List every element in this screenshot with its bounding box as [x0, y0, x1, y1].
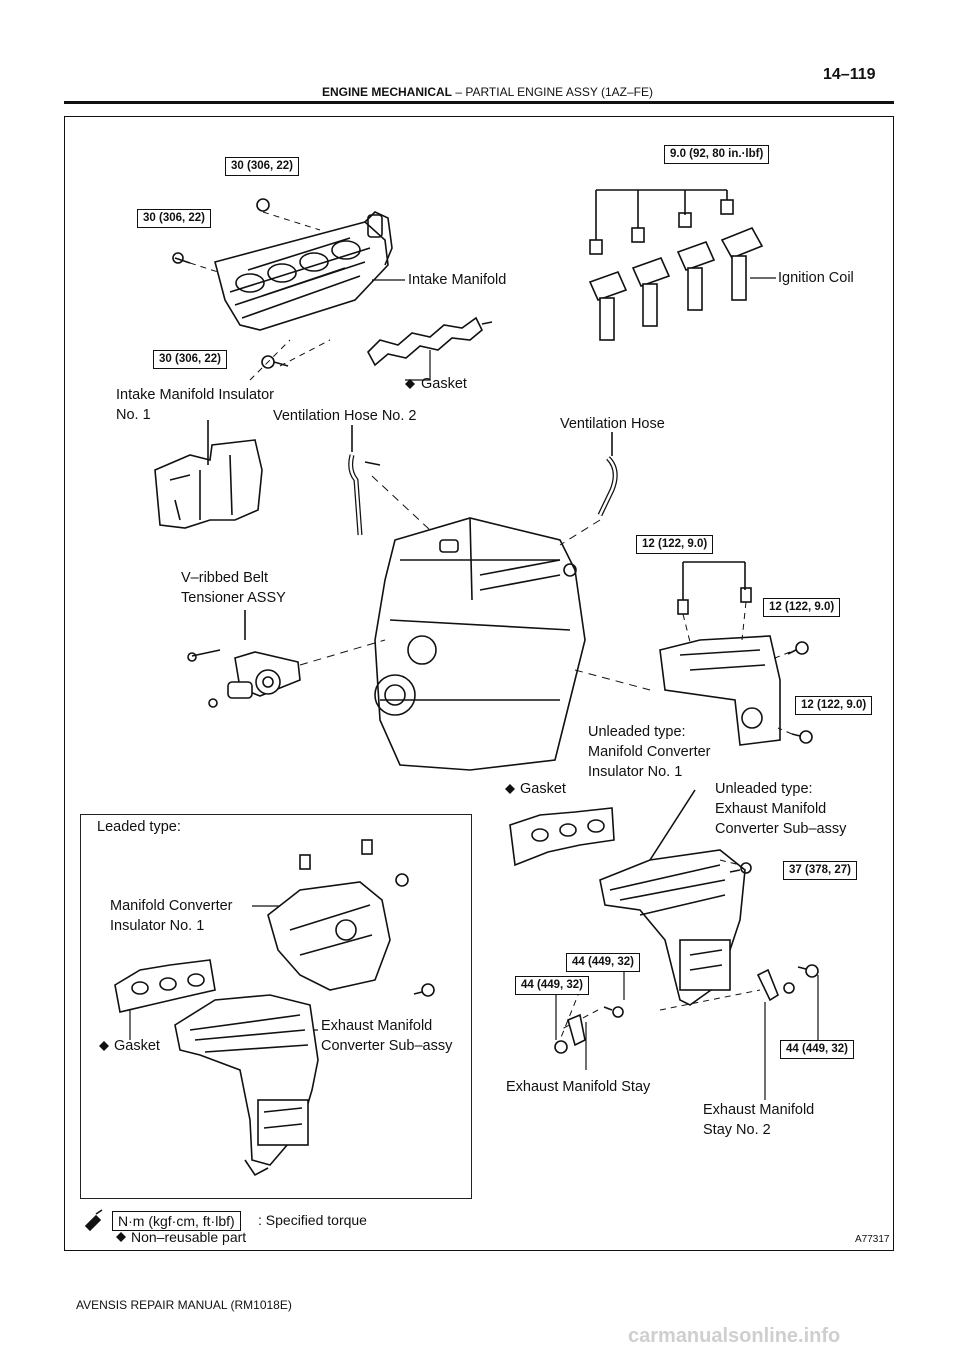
nonreusable-diamond-icon [505, 784, 515, 794]
nonreusable-diamond-icon [116, 1232, 126, 1242]
label-exhaust-stay-2-line2: Stay No. 2 [703, 1122, 771, 1138]
torque-spec-stay-right: 44 (449, 32) [780, 1040, 855, 1059]
label-unleaded-exhaust-line2: Exhaust Manifold [715, 801, 827, 817]
label-intake-insulator-line1: Intake Manifold Insulator [116, 387, 274, 403]
label-gasket-mid: Gasket [520, 781, 566, 797]
label-unleaded-exhaust-line1: Unleaded type: [715, 781, 813, 797]
torque-spec-exhaust-manifold: 37 (378, 27) [783, 861, 858, 880]
leaded-exhaust-manifold-art [174, 994, 319, 1177]
label-unleaded-insulator-line2: Manifold Converter [588, 744, 711, 760]
nonreusable-diamond-icon [405, 379, 415, 389]
legend-nonreusable-part: Non–reusable part [131, 1229, 247, 1245]
label-gasket-top: Gasket [421, 376, 467, 392]
intake-bolts-art [172, 198, 289, 369]
label-belt-tensioner-line1: V–ribbed Belt [181, 570, 269, 586]
label-ventilation-hose: Ventilation Hose [560, 416, 665, 432]
label-leaded-exhaust-line2: Converter Sub–assy [321, 1038, 453, 1054]
label-exhaust-stay: Exhaust Manifold Stay [506, 1079, 651, 1095]
label-exhaust-stay-2-line1: Exhaust Manifold [703, 1102, 815, 1118]
label-unleaded-insulator-line1: Unleaded type: [588, 724, 686, 740]
label-belt-tensioner-line2: Tensioner ASSY [181, 590, 286, 606]
nonreusable-diamond-icon [99, 1041, 109, 1051]
subsection-title: PARTIAL ENGINE ASSY (1AZ–FE) [465, 85, 653, 99]
torque-spec-stay-left: 44 (449, 32) [515, 976, 590, 995]
page-header-title: ENGINE MECHANICAL – PARTIAL ENGINE ASSY … [322, 85, 653, 99]
intake-manifold-art [214, 211, 393, 331]
torque-spec-stay-upper: 44 (449, 32) [566, 953, 641, 972]
label-intake-insulator-line2: No. 1 [116, 407, 151, 423]
label-unleaded-insulator-line3: Insulator No. 1 [588, 764, 683, 780]
label-leaded-insulator-line2: Insulator No. 1 [110, 918, 205, 934]
unleaded-exhaust-manifold-art [599, 789, 752, 1006]
label-unleaded-exhaust-line3: Converter Sub–assy [715, 821, 847, 837]
legend-specified-torque: : Specified torque [258, 1212, 367, 1228]
torque-spec-manifold-top: 30 (306, 22) [225, 157, 300, 176]
watermark: carmanualsonline.info [628, 1325, 841, 1347]
torque-unit-legend: N·m (kgf·cm, ft·lbf) [112, 1211, 241, 1231]
ignition-coils-art [588, 189, 764, 341]
label-ignition-coil: Ignition Coil [778, 270, 854, 286]
engine-block-art [374, 517, 586, 771]
diagram-frame [64, 116, 894, 1251]
section-title: ENGINE MECHANICAL [322, 85, 453, 99]
figure-reference: A77317 [855, 1234, 890, 1245]
torque-spec-insulator-right: 12 (122, 9.0) [763, 598, 841, 617]
torque-spec-ignition-coil: 9.0 (92, 80 in.·lbf) [664, 145, 770, 164]
ventilation-hose-art [348, 425, 618, 536]
label-leaded-insulator-line1: Manifold Converter [110, 898, 233, 914]
exhaust-stay-art [554, 964, 819, 1054]
torque-spec-insulator-bottom: 12 (122, 9.0) [795, 696, 873, 715]
torque-spec-insulator-top: 12 (122, 9.0) [636, 535, 714, 554]
label-ventilation-hose-2: Ventilation Hose No. 2 [273, 408, 417, 424]
label-leaded-type: Leaded type: [97, 819, 181, 835]
torque-wrench-icon [84, 1209, 103, 1232]
leaded-insulator-art [267, 839, 435, 997]
intake-insulator-art [154, 420, 263, 529]
header-rule [64, 101, 894, 104]
header-separator: – [452, 85, 466, 99]
label-intake-manifold: Intake Manifold [408, 272, 507, 288]
torque-spec-manifold-left: 30 (306, 22) [137, 209, 212, 228]
page-number: 14–119 [823, 66, 876, 83]
torque-spec-manifold-bottom: 30 (306, 22) [153, 350, 228, 369]
unleaded-insulator-art [659, 561, 813, 746]
leaded-gasket-art [114, 959, 216, 1013]
label-leaded-gasket: Gasket [114, 1038, 160, 1054]
exhaust-gasket-art [509, 807, 615, 867]
leaded-type-inset [80, 814, 472, 1199]
belt-tensioner-art [187, 610, 301, 708]
label-leaded-exhaust-line1: Exhaust Manifold [321, 1018, 433, 1034]
manual-footer: AVENSIS REPAIR MANUAL (RM1018E) [76, 1298, 292, 1312]
intake-gasket-art [367, 316, 493, 367]
